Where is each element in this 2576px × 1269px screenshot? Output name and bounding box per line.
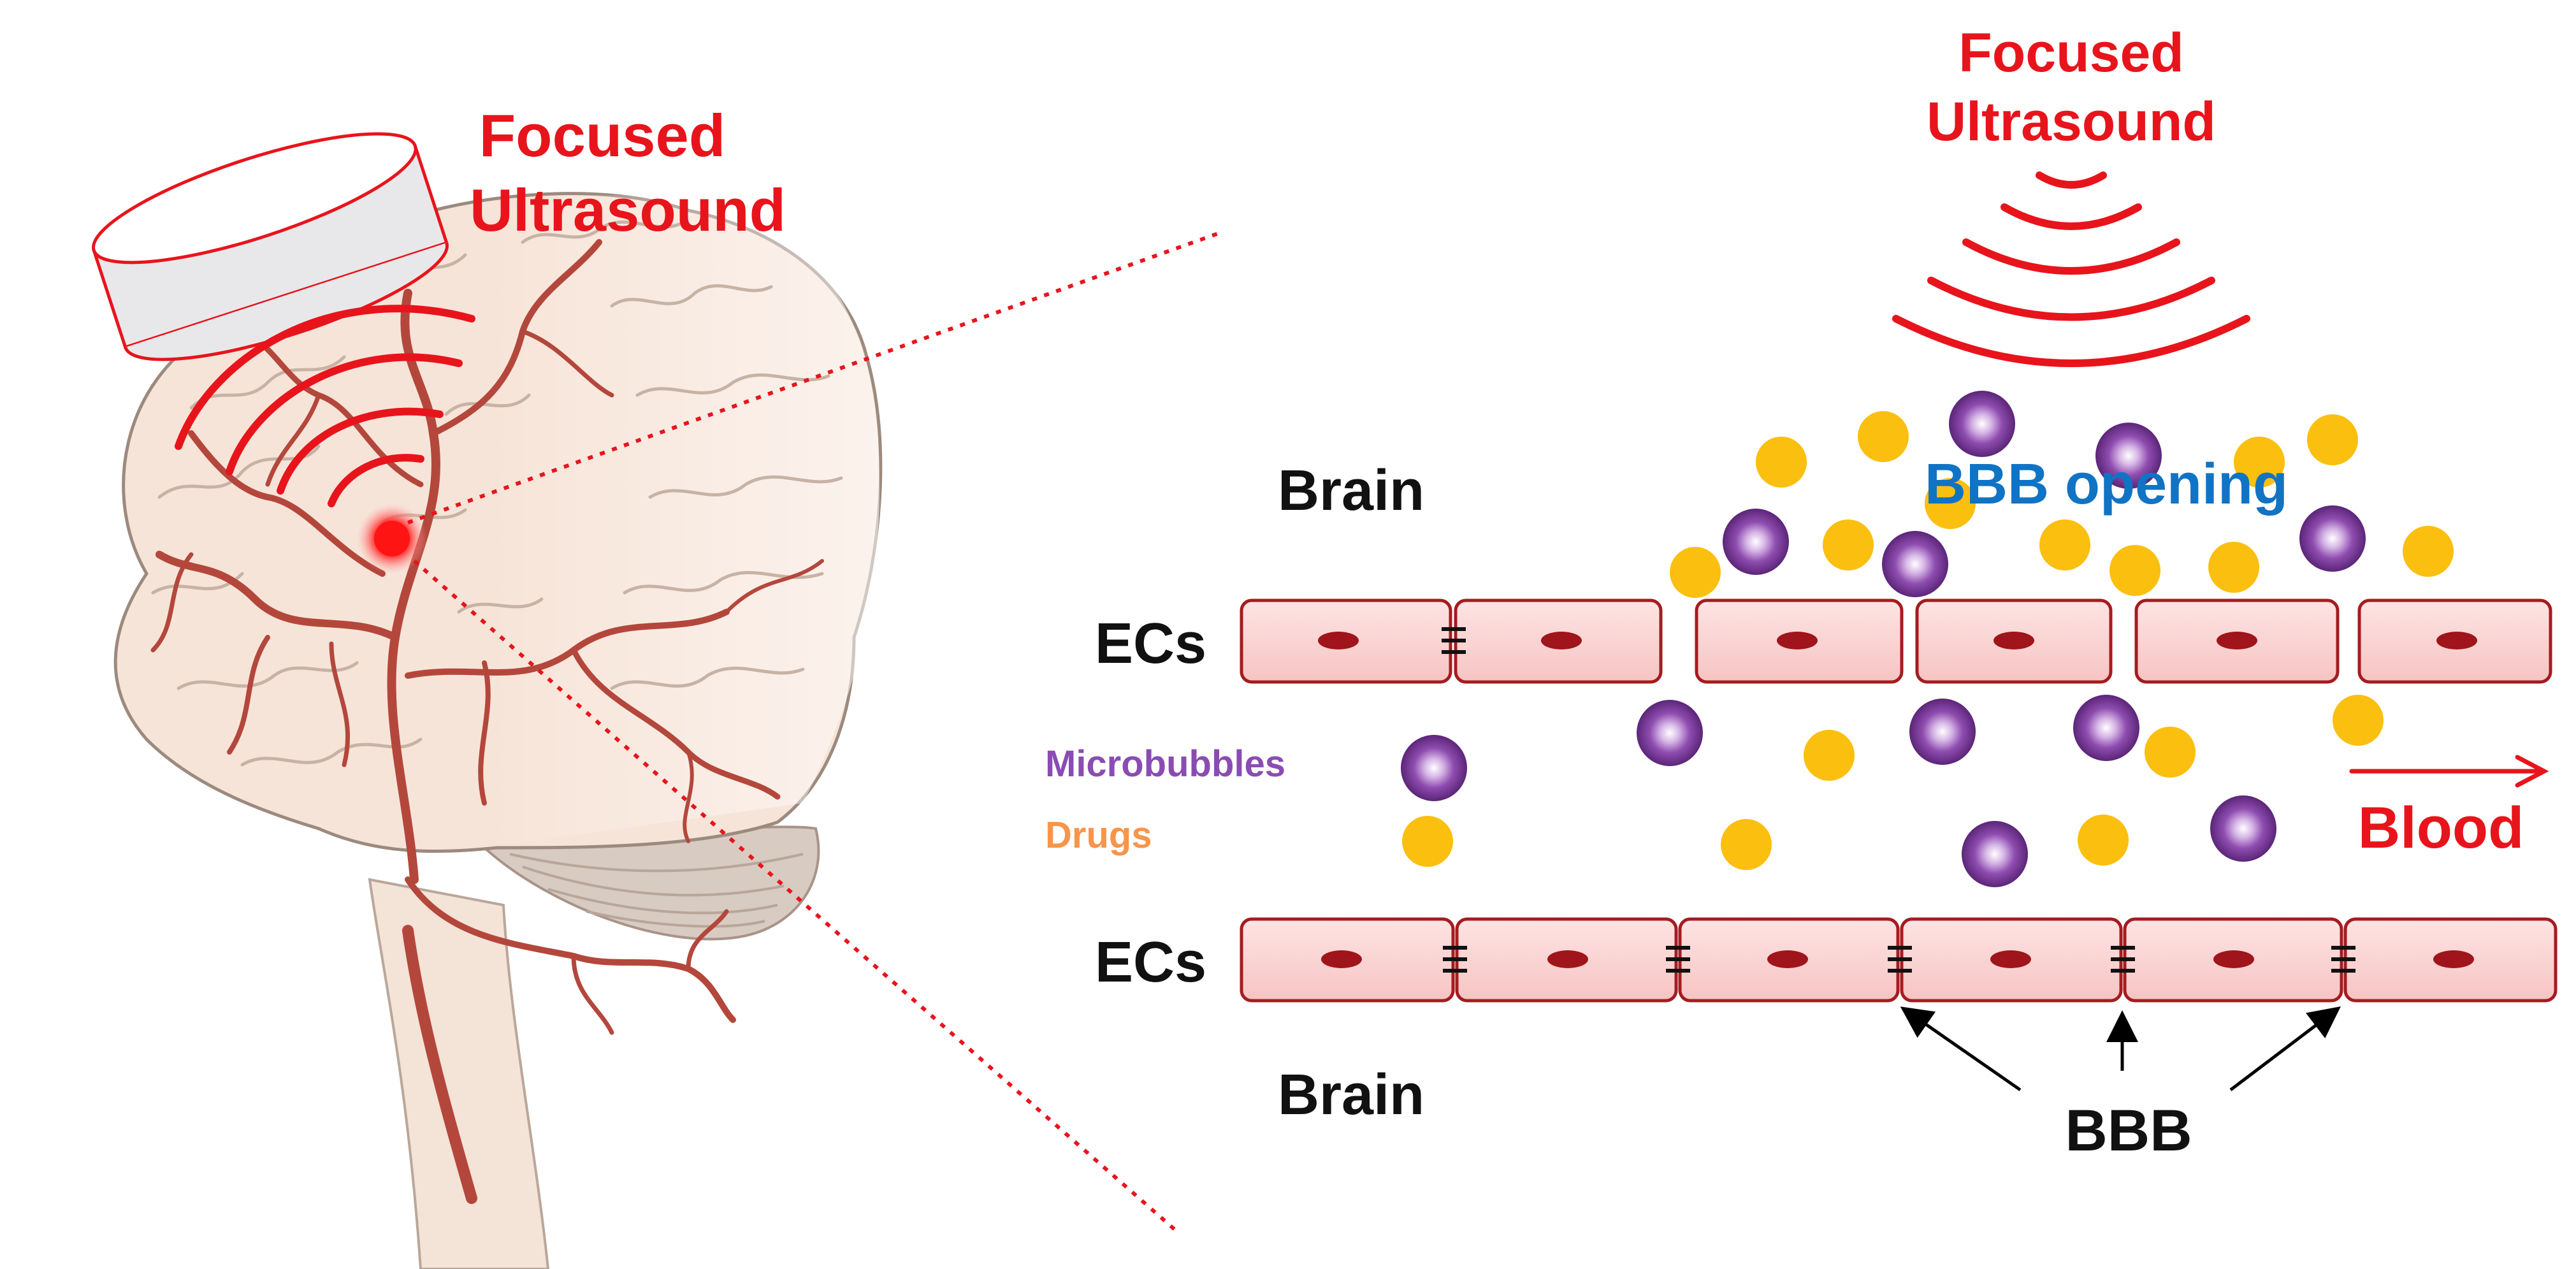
ultrasound-transducer-icon (92, 132, 449, 361)
tight-junction-icon (2331, 946, 2355, 973)
tight-junction-icon (1442, 627, 1466, 654)
drugs-brain-side (1670, 411, 2454, 598)
bbb-pointer-arrows (1900, 1006, 2341, 1092)
ec-row-top (1240, 598, 2552, 684)
drug-particle-icon (1804, 730, 1855, 781)
bbb-opening-label: BBB opening (1925, 453, 2288, 516)
ultrasound-waves-left (175, 305, 475, 507)
endothelial-cell (2357, 598, 2552, 684)
drug-particle-icon (1670, 547, 1721, 598)
endothelial-cell (2343, 917, 2558, 1003)
legend-drug-icon (1402, 816, 1453, 867)
blood-label: Blood (2358, 795, 2524, 860)
blood-flow-arrow (2349, 755, 2549, 788)
endothelial-cell (1240, 917, 1455, 1003)
endothelial-cell (1454, 598, 1663, 684)
microbubble-icon (1637, 700, 1703, 766)
microbubble-icon (1962, 821, 2028, 887)
drug-particle-icon (2208, 542, 2259, 593)
drug-particle-icon (1823, 519, 1874, 570)
ecs-label-bottom: ECs (1095, 931, 1206, 994)
drug-particle-icon (1721, 819, 1772, 870)
drug-particle-icon (2234, 437, 2285, 488)
drug-particle-icon (2403, 526, 2454, 577)
drug-particle-icon (2078, 815, 2129, 866)
left-focused-label: Focused (479, 102, 726, 169)
microbubble-icon (1949, 391, 2015, 457)
right-panel: Focused Ultrasound Brain ECs ECs Brain M… (1045, 22, 2558, 1163)
legend-drugs-label: Drugs (1045, 815, 1152, 856)
ec-row-bottom (1240, 917, 2558, 1003)
brain-label-top: Brain (1278, 459, 1424, 523)
zoom-line-bottom (413, 559, 1180, 1235)
brainstem (368, 878, 550, 1269)
microbubble-icon (2095, 423, 2162, 489)
right-focused-label: Focused (1958, 22, 2184, 83)
ecs-label-top: ECs (1095, 612, 1206, 676)
drug-particle-icon (1756, 437, 1807, 488)
right-ultrasound-label: Ultrasound (1927, 91, 2216, 152)
drug-particle-icon (2307, 414, 2358, 465)
drugs-lumen (1721, 695, 2384, 870)
drug-particle-icon (1858, 411, 1909, 462)
zoom-line-top (407, 231, 1222, 525)
endothelial-cell (1915, 598, 2113, 684)
drug-particle-icon (2145, 727, 2196, 778)
brain-label-bottom: Brain (1278, 1063, 1424, 1127)
cerebellum-folds (509, 853, 804, 928)
endothelial-cell (1678, 917, 1900, 1003)
microbubble-icon (1723, 509, 1789, 575)
microbubble-icon (2210, 795, 2276, 862)
brain-illustration (113, 192, 883, 1269)
tight-junction-icon (1443, 946, 1467, 973)
endothelial-cell (1695, 598, 1904, 684)
microbubble-icon (2299, 505, 2366, 572)
ultrasound-waves-right (1892, 171, 2250, 367)
drug-particle-icon (2039, 519, 2090, 570)
endothelial-cell (1455, 917, 1678, 1003)
tight-junction-icon (1666, 946, 1690, 973)
legend-microbubbles-label: Microbubbles (1045, 743, 1285, 785)
microbubble-icon (2073, 695, 2139, 761)
endothelial-cell (1900, 917, 2123, 1003)
brain-fade-overlay (484, 195, 879, 848)
microbubble-icon (1909, 699, 1976, 765)
legend-microbubble-icon (1401, 735, 1467, 801)
endothelial-cell (1240, 598, 1452, 684)
bbb-label: BBB (2065, 1098, 2192, 1163)
tight-junction-icon (1888, 946, 1912, 973)
tight-junction-icon (2111, 946, 2135, 973)
drug-particle-icon (2109, 545, 2160, 596)
microbubbles-lumen (1637, 695, 2276, 887)
left-panel: Focused Ultrasound (92, 102, 883, 1269)
endothelial-cell (2134, 598, 2340, 684)
endothelial-cell (2123, 917, 2343, 1003)
left-ultrasound-label: Ultrasound (470, 177, 786, 243)
bbb-arrow-right (2229, 1006, 2341, 1091)
bbb-arrow-left (1900, 1006, 2022, 1092)
zoom-lines (407, 231, 1222, 1235)
drug-particle-icon (1925, 478, 1976, 529)
microbubble-icon (1882, 531, 1948, 597)
microbubbles-brain-side (1723, 391, 2366, 597)
drug-particle-icon (2333, 695, 2384, 746)
